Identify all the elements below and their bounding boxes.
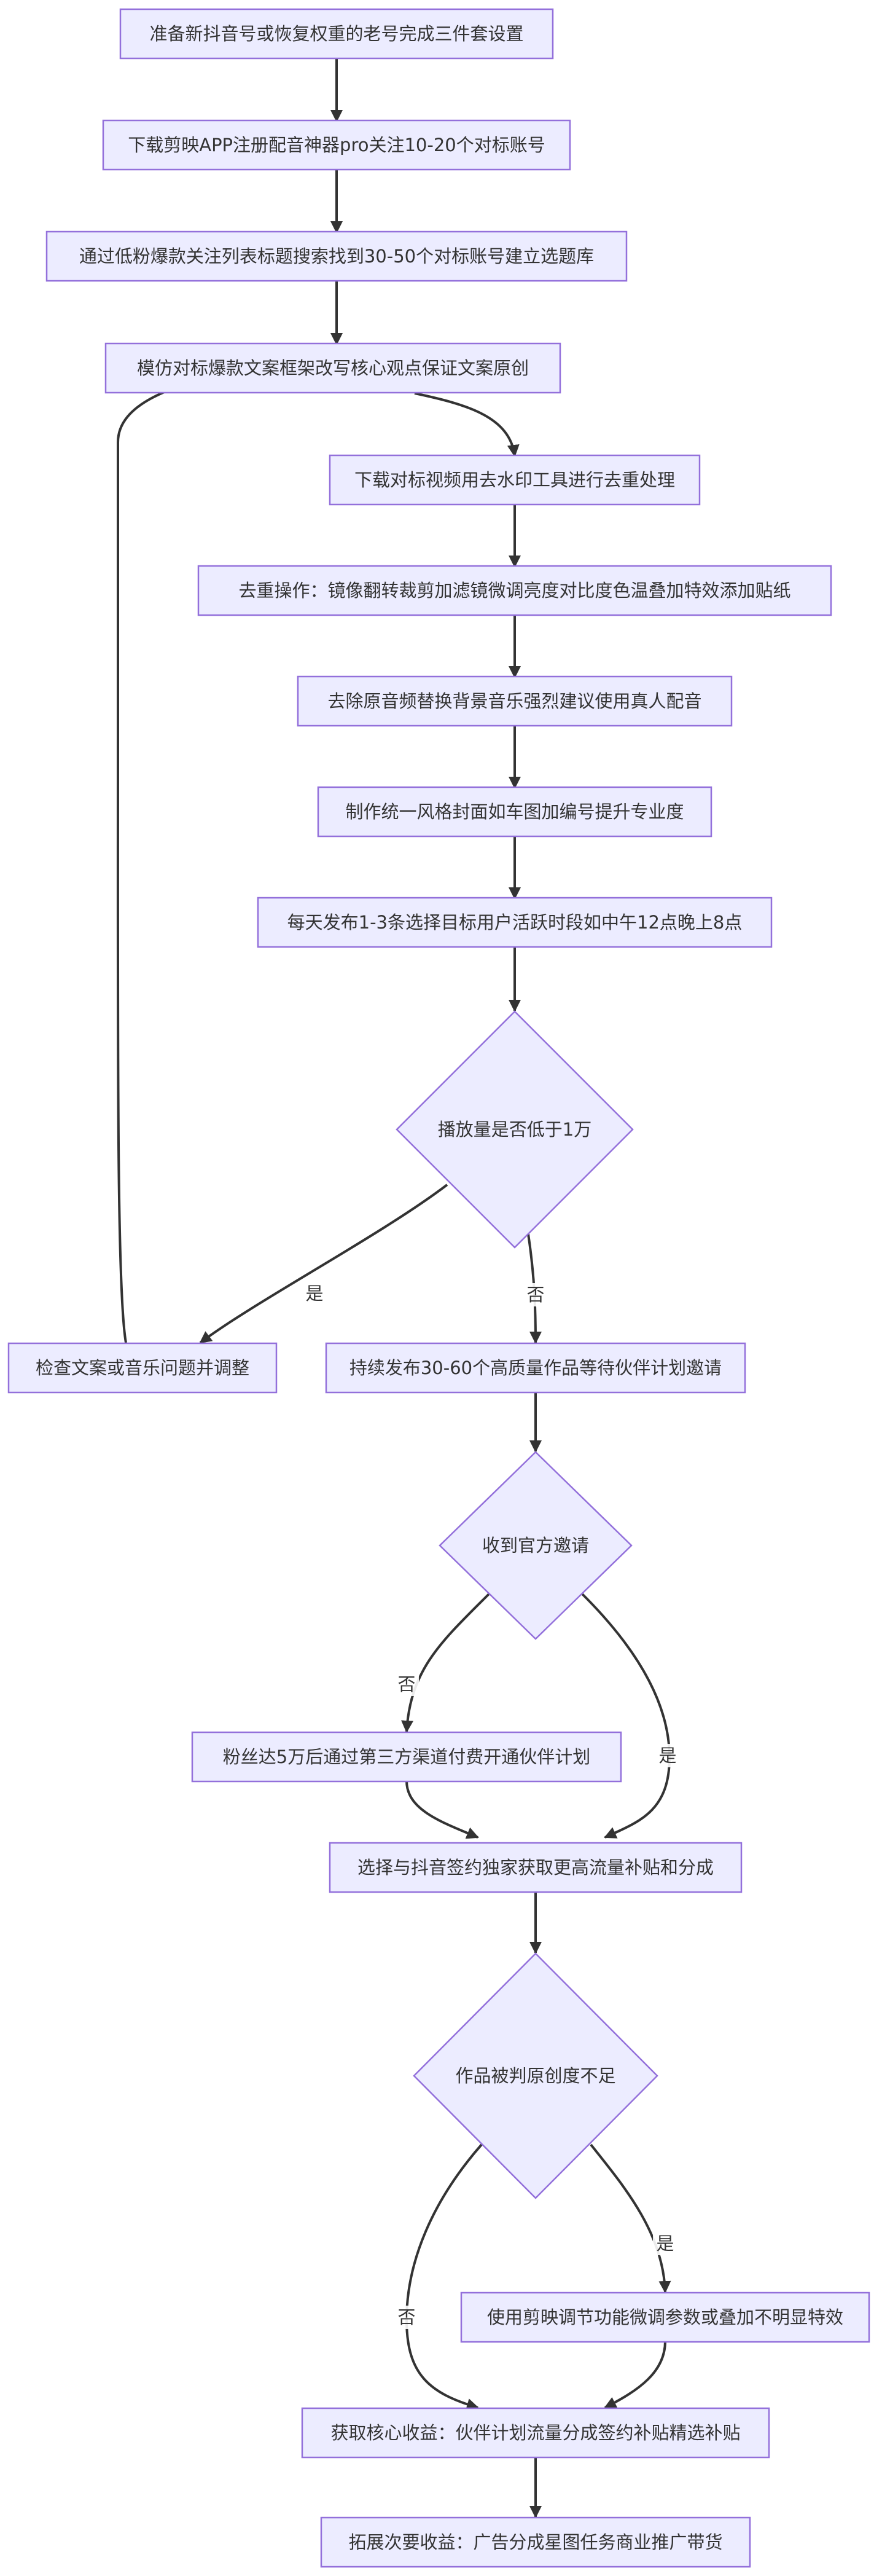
svg-text:拓展次要收益：广告分成星图任务商业推广带货: 拓展次要收益：广告分成星图任务商业推广带货 <box>348 2532 722 2553</box>
edge-d2-n12 <box>401 1592 491 1733</box>
node-d1: 播放量是否低于1万 <box>396 1010 634 1249</box>
node-n4: 模仿对标爆款文案框架改写核心观点保证文案原创 <box>104 342 561 394</box>
edge-label-d3-yes: 是 <box>653 2232 677 2255</box>
svg-text:使用剪映调节功能微调参数或叠加不明显特效: 使用剪映调节功能微调参数或叠加不明显特效 <box>487 2307 843 2328</box>
svg-text:获取核心收益：伙伴计划流量分成签约补贴精选补贴: 获取核心收益：伙伴计划流量分成签约补贴精选补贴 <box>330 2422 740 2443</box>
svg-text:播放量是否低于1万: 播放量是否低于1万 <box>438 1119 591 1140</box>
edge-label-d1-yes: 是 <box>302 1282 327 1305</box>
node-n9: 每天发布1-3条选择目标用户活跃时段如中午12点晚上8点 <box>257 897 773 948</box>
svg-text:收到官方邀请: 收到官方邀请 <box>482 1535 589 1556</box>
svg-text:制作统一风格封面如车图加编号提升专业度: 制作统一风格封面如车图加编号提升专业度 <box>345 801 684 822</box>
edge-n4-n5 <box>414 392 520 457</box>
node-n6: 去重操作：镜像翻转裁剪加滤镜微调亮度对比度色温叠加特效添加贴纸 <box>197 565 832 616</box>
edge-d3-n15 <box>405 2143 483 2411</box>
node-n14: 使用剪映调节功能微调参数或叠加不明显特效 <box>460 2291 870 2343</box>
node-n1: 准备新抖音号或恢复权重的老号完成三件套设置 <box>119 8 554 60</box>
svg-text:粉丝达5万后通过第三方渠道付费开通伙伴计划: 粉丝达5万后通过第三方渠道付费开通伙伴计划 <box>223 1746 590 1767</box>
svg-text:是: 是 <box>658 1745 676 1766</box>
edge-labels: 是 否 否 是 是 否 <box>302 1282 680 2329</box>
edge-label-d2-no: 否 <box>394 1673 419 1696</box>
node-n15: 获取核心收益：伙伴计划流量分成签约补贴精选补贴 <box>301 2407 770 2459</box>
svg-text:否: 否 <box>526 1284 544 1305</box>
edge-label-d3-no: 否 <box>394 2306 419 2329</box>
svg-text:下载剪映APP注册配音神器pro关注10-20个对标账号: 下载剪映APP注册配音神器pro关注10-20个对标账号 <box>128 135 545 155</box>
edge-n10-n4 <box>116 367 233 1343</box>
nodes: 准备新抖音号或恢复权重的老号完成三件套设置 下载剪映APP注册配音神器pro关注… <box>7 8 870 2568</box>
svg-text:是: 是 <box>305 1283 323 1304</box>
edge-d3-n14 <box>590 2143 671 2293</box>
edge-n14-n15 <box>604 2341 666 2409</box>
node-n5: 下载对标视频用去水印工具进行去重处理 <box>329 454 701 506</box>
svg-text:模仿对标爆款文案框架改写核心观点保证文案原创: 模仿对标爆款文案框架改写核心观点保证文案原创 <box>137 358 529 379</box>
svg-text:持续发布30-60个高质量作品等待伙伴计划邀请: 持续发布30-60个高质量作品等待伙伴计划邀请 <box>349 1357 722 1378</box>
edge-d1-n10 <box>199 1184 448 1344</box>
node-d2: 收到官方邀请 <box>439 1451 633 1640</box>
node-n11: 持续发布30-60个高质量作品等待伙伴计划邀请 <box>325 1342 746 1394</box>
node-n12: 粉丝达5万后通过第三方渠道付费开通伙伴计划 <box>191 1731 622 1783</box>
node-n7: 去除原音频替换背景音乐强烈建议使用真人配音 <box>297 675 733 727</box>
svg-text:每天发布1-3条选择目标用户活跃时段如中午12点晚上8点: 每天发布1-3条选择目标用户活跃时段如中午12点晚上8点 <box>287 912 743 933</box>
edge-n12-n13 <box>405 1780 479 1839</box>
svg-text:否: 否 <box>397 2307 415 2328</box>
node-n3: 通过低粉爆款关注列表标题搜索找到30-50个对标账号建立选题库 <box>45 230 628 282</box>
svg-text:去重操作：镜像翻转裁剪加滤镜微调亮度对比度色温叠加特效添加贴: 去重操作：镜像翻转裁剪加滤镜微调亮度对比度色温叠加特效添加贴纸 <box>238 580 790 601</box>
svg-text:选择与抖音签约独家获取更高流量补贴和分成: 选择与抖音签约独家获取更高流量补贴和分成 <box>357 1857 714 1878</box>
node-n16: 拓展次要收益：广告分成星图任务商业推广带货 <box>320 2516 751 2568</box>
svg-text:通过低粉爆款关注列表标题搜索找到30-50个对标账号建立选题: 通过低粉爆款关注列表标题搜索找到30-50个对标账号建立选题库 <box>79 246 594 267</box>
svg-text:检查文案或音乐问题并调整: 检查文案或音乐问题并调整 <box>36 1357 249 1378</box>
edge-d2-n13 <box>580 1592 671 1839</box>
svg-text:作品被判原创度不足: 作品被判原创度不足 <box>455 2065 615 2086</box>
svg-text:下载对标视频用去水印工具进行去重处理: 下载对标视频用去水印工具进行去重处理 <box>354 469 675 490</box>
node-n2: 下载剪映APP注册配音神器pro关注10-20个对标账号 <box>102 119 571 171</box>
node-n10: 检查文案或音乐问题并调整 <box>7 1342 278 1394</box>
svg-text:准备新抖音号或恢复权重的老号完成三件套设置: 准备新抖音号或恢复权重的老号完成三件套设置 <box>149 23 523 44</box>
svg-text:是: 是 <box>656 2233 674 2254</box>
edge-label-d2-yes: 是 <box>655 1744 680 1767</box>
node-n8: 制作统一风格封面如车图加编号提升专业度 <box>317 786 712 838</box>
node-d3: 作品被判原创度不足 <box>413 1952 658 2199</box>
svg-text:去除原音频替换背景音乐强烈建议使用真人配音: 去除原音频替换背景音乐强烈建议使用真人配音 <box>327 691 701 712</box>
node-n13: 选择与抖音签约独家获取更高流量补贴和分成 <box>329 1842 743 1893</box>
edge-label-d1-no: 否 <box>523 1283 548 1306</box>
edges <box>116 59 671 2518</box>
svg-text:否: 否 <box>397 1674 415 1695</box>
